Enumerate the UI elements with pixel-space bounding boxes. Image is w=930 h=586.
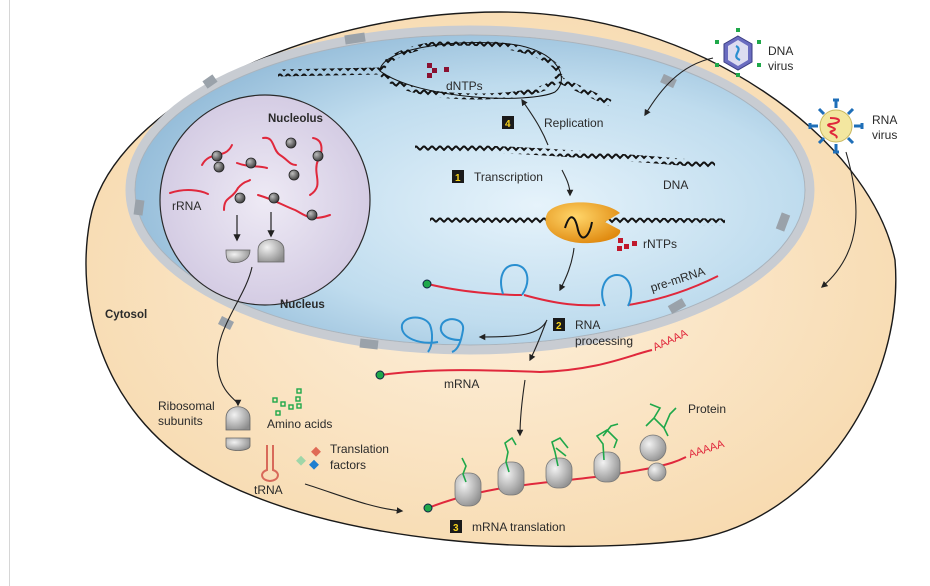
- polysome-ribosomes: [454, 434, 667, 507]
- step-4-number: 4: [505, 119, 511, 130]
- translation-factors-icon: [296, 446, 321, 470]
- small-ribosomal-subunit-nucleolus: [225, 249, 251, 264]
- dna-strands: [277, 39, 726, 226]
- nascent-protein-3: [551, 436, 569, 467]
- label-mrna: mRNA: [444, 377, 479, 391]
- ribosome-2: [497, 461, 525, 496]
- step-2-badge: [553, 318, 565, 331]
- label-translation-factors-line1: Translation: [330, 442, 389, 456]
- label-rna-processing-line1: RNA: [575, 318, 600, 332]
- label-rntps: rNTPs: [643, 237, 677, 251]
- label-translation-factors-line2: factors: [330, 458, 366, 472]
- page-left-border: [9, 0, 10, 586]
- amino-acids-icon: [272, 388, 302, 416]
- label-mrna-translation: mRNA translation: [472, 520, 565, 534]
- arrow-ribosome-export: [216, 266, 253, 407]
- large-ribosomal-subunit-cytosol: [225, 406, 251, 431]
- large-ribosomal-subunit-nucleolus: [257, 239, 285, 263]
- arrow-mrna-export: [516, 379, 526, 437]
- step-3-badge: [450, 520, 462, 533]
- dna-right-arm: [558, 76, 612, 107]
- rna-virus-icon: [808, 98, 864, 154]
- small-ribosomal-subunit-cytosol: [225, 437, 251, 451]
- ribosome-5-small: [647, 462, 667, 482]
- dntps-icon: [427, 63, 449, 78]
- dna-replication-bubble-outline: [379, 41, 562, 99]
- arrow-to-translation: [304, 483, 404, 514]
- label-dna-virus-line1: DNA: [768, 44, 793, 58]
- transcription-bubble: [564, 216, 593, 239]
- label-dna: DNA: [663, 178, 688, 192]
- arrow-replication: [521, 98, 549, 146]
- arrow-to-pre-mrna: [559, 247, 575, 292]
- arrow-rna-virus-entry: [821, 151, 857, 288]
- nascent-protein-1: [461, 457, 467, 483]
- label-trna: tRNA: [254, 483, 283, 497]
- label-dna-virus-line2: virus: [768, 59, 793, 73]
- ribosome-5-large: [639, 434, 667, 462]
- label-replication: Replication: [544, 116, 603, 130]
- dna-left-arm: [277, 67, 381, 77]
- rrna-protein-particles: [211, 137, 324, 221]
- mrna-strand: [380, 349, 653, 376]
- step-4-badge: [502, 116, 514, 129]
- arrow-dna-virus-entry: [644, 57, 714, 117]
- nuclear-envelope: [125, 25, 815, 355]
- ribosome-3: [545, 457, 573, 489]
- step-3-number: 3: [453, 523, 459, 534]
- dna-middle-strand: [414, 143, 716, 169]
- trna-icon: [261, 445, 279, 483]
- mrna-5-cap: [375, 370, 385, 380]
- dna-replication-bubble-bottom: [377, 69, 563, 100]
- label-transcription: Transcription: [474, 170, 543, 184]
- ribosome-4: [593, 451, 621, 483]
- ribosome-1: [454, 472, 482, 507]
- rntps-icon: [617, 238, 637, 251]
- step-1-badge: [452, 170, 464, 183]
- pre-mrna-strand: [427, 275, 719, 307]
- arrow-excised-introns: [478, 319, 548, 341]
- nucleolus: [159, 94, 371, 306]
- excised-intron-1: [400, 316, 439, 353]
- label-rna-processing-line2: processing: [575, 334, 633, 348]
- mrna-cytosol-5-cap: [423, 503, 433, 513]
- step-1-number: 1: [455, 173, 461, 184]
- dna-replication-bubble-top: [377, 39, 563, 76]
- label-rna-virus-line2: virus: [872, 128, 897, 142]
- pre-mrna-intron-2: [601, 273, 633, 307]
- label-rna-virus-line1: RNA: [872, 113, 897, 127]
- label-dntps: dNTPs: [446, 79, 483, 93]
- nascent-protein-2: [504, 436, 517, 473]
- arrow-to-mrna: [529, 321, 547, 362]
- label-cytosol: Cytosol: [105, 309, 147, 321]
- label-ribosomal-subunits-line2: subunits: [158, 414, 203, 428]
- released-protein: [645, 403, 677, 437]
- label-protein: Protein: [688, 402, 726, 416]
- pre-mrna-intron-1: [500, 263, 529, 296]
- nascent-protein-4: [595, 423, 619, 461]
- nuclear-pores: [133, 32, 791, 350]
- label-amino-acids: Amino acids: [267, 417, 332, 431]
- dna-virus-icon: [715, 28, 761, 77]
- rna-polymerase: [545, 202, 621, 244]
- label-nucleus: Nucleus: [280, 299, 325, 311]
- excised-intron-2: [440, 318, 465, 353]
- label-ribosomal-subunits-line1: Ribosomal: [158, 399, 215, 413]
- step-2-number: 2: [556, 321, 562, 332]
- label-rrna: rRNA: [172, 199, 201, 213]
- pre-mrna-5-cap: [422, 279, 432, 289]
- arrow-transcription: [561, 169, 574, 197]
- nascent-proteins: [461, 403, 677, 483]
- label-nucleolus: Nucleolus: [268, 113, 323, 125]
